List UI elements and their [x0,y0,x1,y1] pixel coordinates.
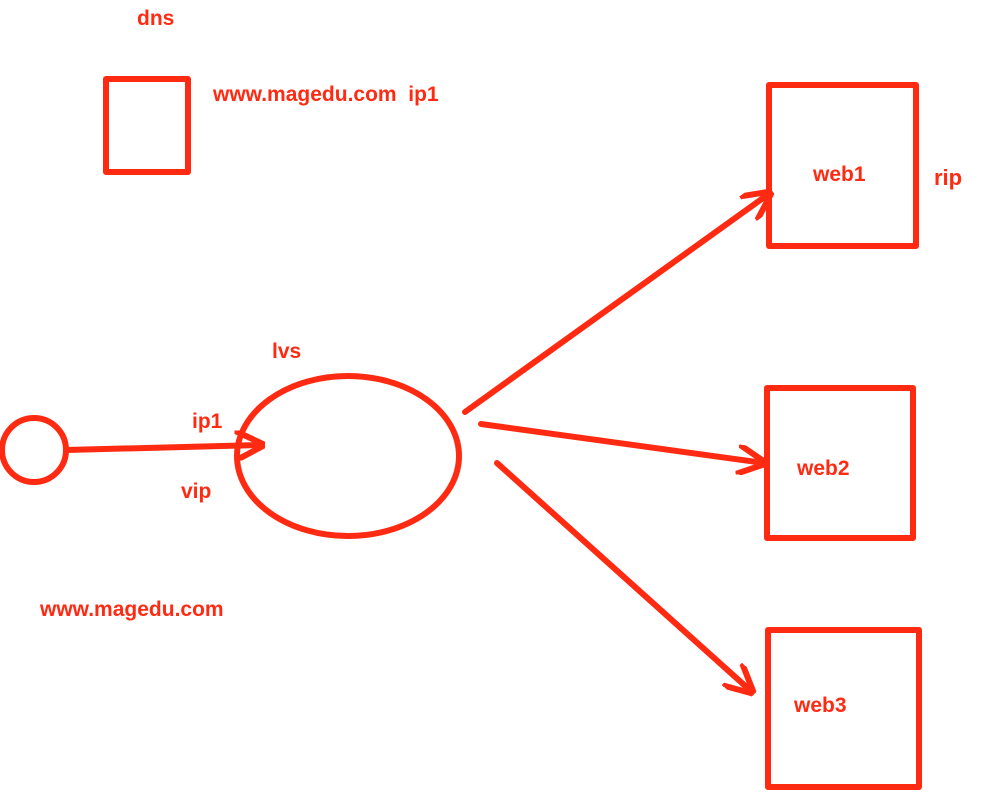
web3-label: web3 [793,694,847,717]
lvs-to-web1-arrow [462,193,770,415]
lvs-to-web3-arrow [494,460,752,692]
ip1-label: ip1 [192,410,223,433]
web1-server-box [766,82,919,249]
client-node [0,415,69,485]
dns-record-label: www.magedu.com ip1 [212,83,439,106]
lvs-node [234,373,462,539]
rip-label: rip [934,165,962,190]
web2-label: web2 [796,457,850,480]
lvs-to-web2-arrow [478,421,764,463]
web3-server-box [765,627,922,790]
web1-label: web1 [812,163,866,186]
dns-server-box [103,76,191,175]
lvs-label: lvs [272,340,301,363]
dns-label: dns [137,7,174,30]
client-to-lvs-arrow [63,445,262,450]
client-domain-label: www.magedu.com [39,598,224,621]
vip-label: vip [181,480,211,503]
